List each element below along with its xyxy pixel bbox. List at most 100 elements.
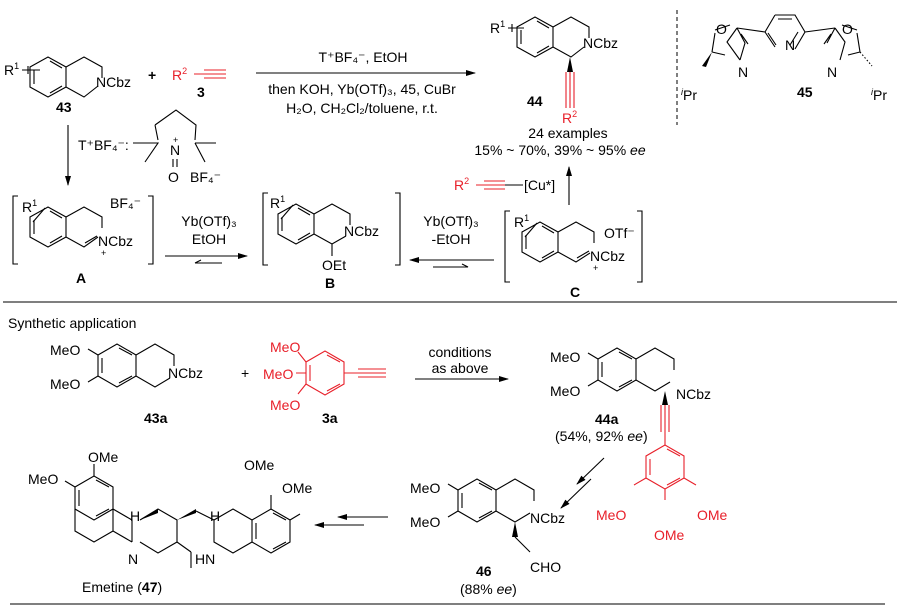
oet-label: OEt (322, 257, 346, 273)
compound-label-44: 44 (527, 93, 543, 109)
meo-label: MeO (550, 383, 580, 399)
compound-46: MeO MeO NCbz CHO 46 (88% ee) (410, 478, 565, 597)
step-bc-reagent: Yb(OTf)₃ (423, 213, 478, 229)
svg-text:+: + (101, 248, 106, 258)
compound-3: R2 3 (172, 66, 226, 100)
intermediate-label-A: A (76, 270, 86, 286)
compound-label-45: 45 (797, 84, 813, 100)
multistep-arrow-44a-46 (560, 457, 605, 509)
oxidant-label: T⁺BF₄⁻: (78, 137, 129, 153)
meo-label: MeO (263, 366, 293, 382)
meo-label: MeO (596, 507, 626, 523)
n-label: N (827, 64, 837, 80)
compound-label-43a: 43a (144, 410, 168, 426)
multistep-arrow-46-47 (314, 514, 388, 528)
r1-label: R1 (490, 19, 505, 36)
counterion-label: OTf⁻ (604, 225, 635, 241)
compound-label-44a: 44a (595, 411, 619, 427)
ncbz-label: NCbz (590, 248, 625, 264)
compound-label-46: 46 (476, 563, 492, 579)
intermediate-C: R1 OTf⁻ NCbz + C (504, 210, 643, 300)
intermediate-A: R1 BF₄⁻ NCbz + A (12, 195, 154, 286)
oxoammonium-salt: N + O BF₄⁻ (133, 109, 221, 185)
equilibrium-arrow-AB: Yb(OTf)₃ EtOH (165, 213, 248, 264)
meo-label: MeO (410, 480, 440, 496)
ncbz-label: NCbz (96, 74, 131, 90)
svg-text:+: + (173, 135, 178, 145)
meo-label: MeO (270, 397, 300, 413)
meo-label: MeO (28, 471, 58, 487)
h-label: H (130, 508, 140, 524)
scope-text: 24 examples (528, 125, 607, 141)
o-label: O (716, 21, 727, 37)
plus-sign: + (148, 67, 156, 83)
step-ab-reagent: Yb(OTf)₃ (181, 213, 236, 229)
compound-44a: MeO MeO NCbz 44a (54%, 92% ee) MeO OMe O… (550, 347, 728, 543)
meo-label: MeO (410, 514, 440, 530)
step-ab-solvent: EtOH (192, 231, 226, 247)
cho-label: CHO (530, 559, 561, 575)
result-44a: (54%, 92% ee) (555, 428, 648, 444)
counterion-label: BF₄⁻ (190, 169, 221, 185)
ncbz-label: NCbz (98, 233, 133, 249)
r1-label: R1 (4, 61, 19, 78)
plus-sign: + (241, 365, 249, 381)
conditions-below-2: H₂O, CH₂Cl₂/toluene, r.t. (286, 100, 438, 116)
r2-label: R2 (454, 176, 469, 193)
compound-label-3: 3 (197, 84, 205, 100)
intermediate-B: R1 NCbz OEt B (262, 192, 401, 291)
compound-44: R1 NCbz R2 44 (490, 16, 618, 126)
o-label: O (842, 21, 853, 37)
meo-label: MeO (50, 376, 80, 392)
equilibrium-arrow-BC: Yb(OTf)₃ -EtOH (409, 213, 494, 268)
yield-ee-text: 15% ~ 70%, 39% ~ 95% ee (474, 142, 645, 158)
result-46: (88% ee) (460, 581, 517, 597)
ome-label: OMe (88, 449, 119, 465)
intermediate-label-B: B (325, 275, 335, 291)
r1-label: R1 (270, 194, 285, 211)
n-label: N (738, 64, 748, 80)
conditions-line-1: conditions (428, 344, 491, 360)
ome-label: OMe (654, 527, 685, 543)
ipr-label: iPr (871, 87, 887, 103)
compound-label-43: 43 (56, 99, 72, 115)
r2-label: R2 (172, 66, 187, 83)
conditions-below-1: then KOH, Yb(OTf)₃, 45, CuBr (268, 81, 456, 97)
svg-text:+: + (593, 263, 598, 273)
compound-43a: MeO MeO NCbz 43a (50, 342, 203, 426)
ome-label: OMe (244, 457, 275, 473)
ome-label: OMe (282, 480, 313, 496)
r1-label: R1 (22, 198, 37, 215)
n-label: N (785, 37, 795, 53)
compound-43: R1 NCbz 43 (4, 56, 131, 115)
conditions-line-2: as above (432, 360, 489, 376)
meo-label: MeO (270, 339, 300, 355)
emetine-label: Emetine (47) (82, 579, 162, 595)
ncbz-label: NCbz (344, 223, 379, 239)
o-label: O (168, 169, 179, 185)
n-label: N (170, 142, 180, 158)
copper-acetylide: R2 [Cu*] (454, 176, 555, 193)
ligand-45: O N N O N iPr iPr 45 (681, 14, 887, 103)
r2-label: R2 (562, 109, 577, 126)
hn-label: HN (195, 551, 215, 567)
ipr-label: iPr (681, 87, 697, 103)
ncbz-label: NCbz (168, 365, 203, 381)
n-label: N (128, 551, 138, 567)
section-title: Synthetic application (8, 315, 136, 331)
cu-label: [Cu*] (524, 177, 555, 193)
meo-label: MeO (50, 342, 80, 358)
step-bc-solvent: -EtOH (432, 231, 471, 247)
ncbz-label: NCbz (583, 35, 618, 51)
counterion-label: BF₄⁻ (110, 195, 141, 211)
meo-label: MeO (550, 349, 580, 365)
ome-label: OMe (697, 507, 728, 523)
conditions-above: T⁺BF₄⁻, EtOH (319, 49, 408, 65)
r1-label: R1 (514, 213, 529, 230)
intermediate-label-C: C (570, 284, 580, 300)
ncbz-label: NCbz (676, 386, 711, 402)
ncbz-label: NCbz (530, 510, 565, 526)
compound-label-3a: 3a (322, 410, 338, 426)
compound-3a: MeO MeO MeO 3a (263, 339, 386, 426)
